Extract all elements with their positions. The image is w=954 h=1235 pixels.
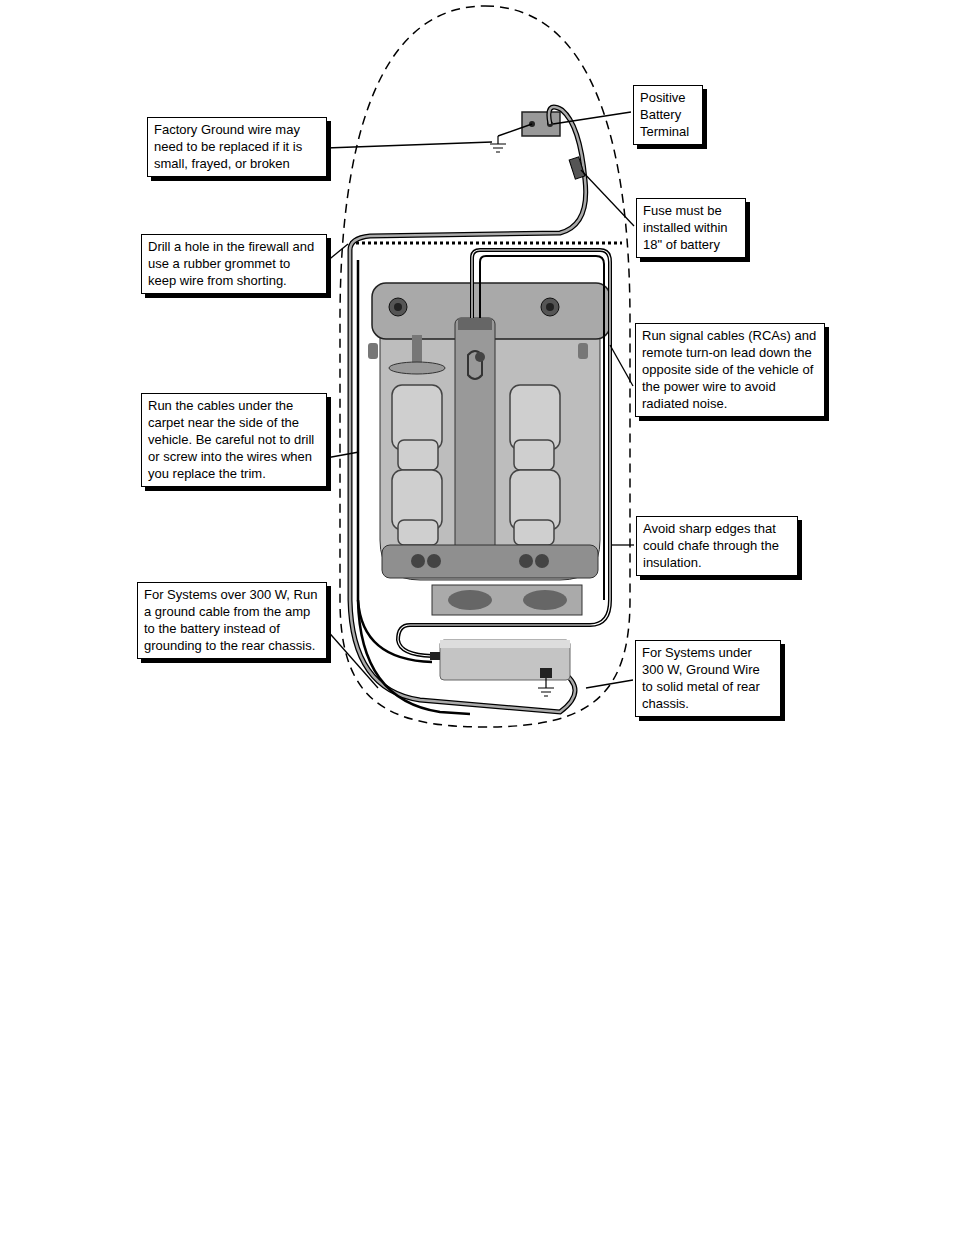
callout-text: Run the cables under the carpet near the… [148, 397, 320, 482]
callout-box: For Systems over 300 W, Run a ground cab… [137, 582, 327, 659]
leader-lines [325, 112, 634, 688]
callout-box: Factory Ground wire may need to be repla… [147, 117, 327, 177]
callout-box: Positive Battery Terminal [633, 85, 703, 145]
interior [368, 283, 610, 615]
callout-box: Drill a hole in the firewall and use a r… [141, 234, 327, 294]
car-outline [340, 6, 630, 727]
callout-text: For Systems over 300 W, Run a ground cab… [144, 586, 320, 654]
amplifier [430, 640, 570, 696]
callout-text: Avoid sharp edges that could chafe throu… [643, 520, 791, 571]
callout-text: Run signal cables (RCAs) and remote turn… [642, 327, 818, 412]
callout-box: Avoid sharp edges that could chafe throu… [636, 516, 798, 576]
signal-cables [398, 250, 610, 656]
callout-text: Fuse must be installed within 18" of bat… [643, 202, 739, 253]
callout-box: Fuse must be installed within 18" of bat… [636, 198, 746, 258]
callout-box: For Systems under 300 W, Ground Wire to … [635, 640, 781, 717]
callout-box: Run the cables under the carpet near the… [141, 393, 327, 487]
firewall-line [350, 242, 622, 245]
callout-box: Run signal cables (RCAs) and remote turn… [635, 323, 825, 417]
callout-text: Factory Ground wire may need to be repla… [154, 121, 320, 172]
callout-text: Drill a hole in the firewall and use a r… [148, 238, 320, 289]
callout-text: For Systems under 300 W, Ground Wire to … [642, 644, 774, 712]
power-wire [350, 107, 586, 714]
callout-text: Positive Battery Terminal [640, 89, 696, 140]
